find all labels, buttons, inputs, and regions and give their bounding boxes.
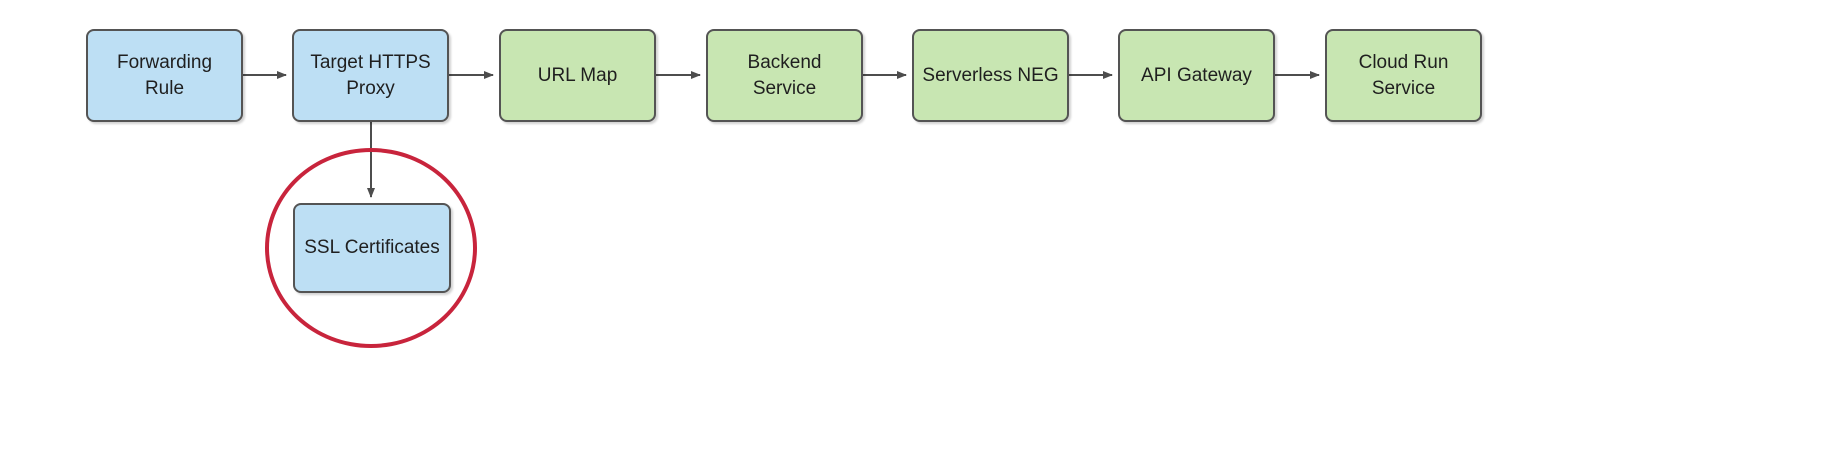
node-cloud-run-service-label: Cloud Run Service — [1358, 51, 1449, 99]
node-api-gateway-label: API Gateway — [1141, 64, 1252, 86]
node-url-map-label: URL Map — [537, 64, 618, 86]
node-serverless-neg-label: Serverless NEG — [922, 64, 1059, 86]
node-backend-service-label: Backend Service — [747, 51, 822, 99]
node-ssl-certificates[interactable]: SSL Certificates — [293, 203, 451, 293]
node-backend-service[interactable]: Backend Service — [706, 29, 863, 122]
node-serverless-neg[interactable]: Serverless NEG — [912, 29, 1069, 122]
node-cloud-run-service[interactable]: Cloud Run Service — [1325, 29, 1482, 122]
node-ssl-certificates-label: SSL Certificates — [304, 237, 440, 259]
node-forwarding-rule-label: Forwarding Rule — [116, 51, 213, 99]
node-target-https-proxy-label: Target HTTPS Proxy — [310, 51, 431, 99]
ssl-certificates-highlight-ellipse — [265, 148, 477, 348]
node-forwarding-rule[interactable]: Forwarding Rule — [86, 29, 243, 122]
node-url-map[interactable]: URL Map — [499, 29, 656, 122]
node-api-gateway[interactable]: API Gateway — [1118, 29, 1275, 122]
node-target-https-proxy[interactable]: Target HTTPS Proxy — [292, 29, 449, 122]
